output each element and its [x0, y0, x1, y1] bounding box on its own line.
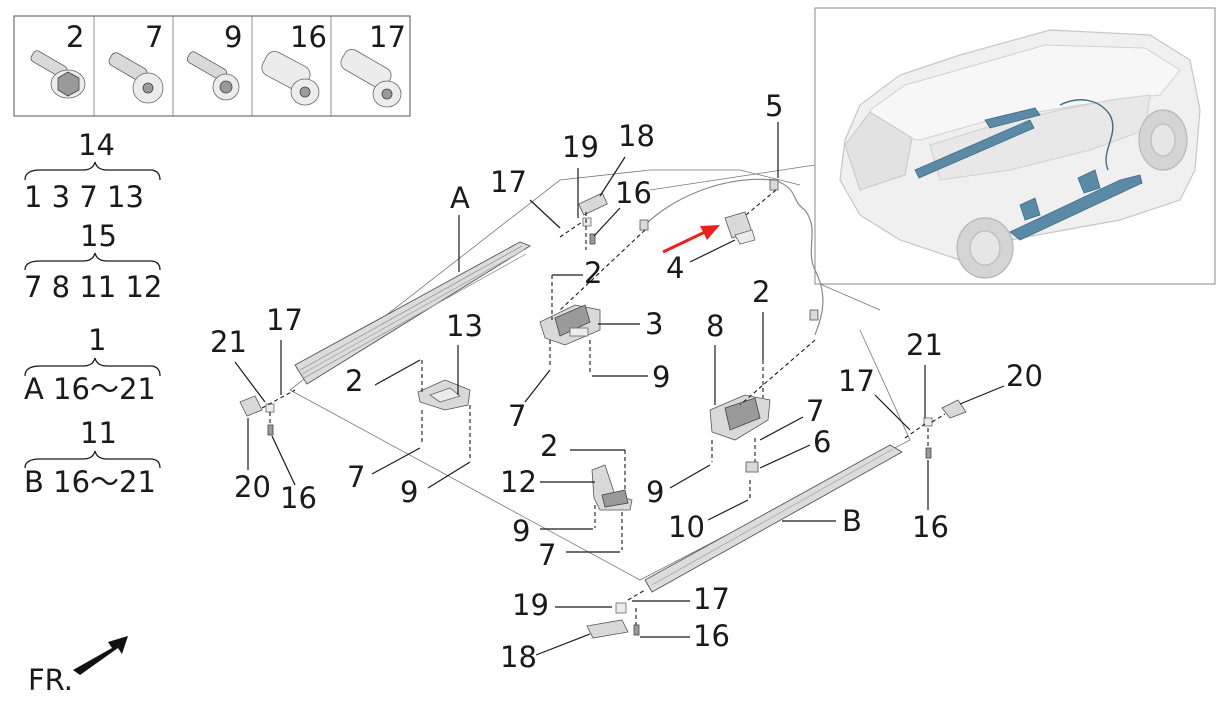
- hinge-assembly-3: 2 3 9 7: [508, 229, 670, 433]
- callout-20-left: 20: [234, 470, 271, 504]
- callout-10: 10: [668, 510, 705, 544]
- callout-9-center: 9: [652, 360, 670, 394]
- callout-5: 5: [765, 89, 783, 123]
- kit-header: 11: [80, 416, 117, 450]
- callout-3: 3: [645, 307, 663, 341]
- callout-9-lower: 9: [512, 514, 530, 548]
- callout-2-center: 2: [584, 256, 602, 290]
- washer-bolt-icon: [186, 51, 240, 101]
- callout-16-top: 16: [615, 176, 652, 210]
- fastener-label: 2: [66, 20, 84, 54]
- callout-12: 12: [500, 465, 537, 499]
- kit-header: 1: [88, 323, 106, 357]
- callout-8: 8: [706, 309, 724, 343]
- callout-16-left: 16: [280, 481, 317, 515]
- right-end-cap-group: 21 17 20 16: [838, 328, 1043, 544]
- callout-16-bottom: 16: [693, 619, 730, 653]
- callout-17-right: 17: [838, 364, 875, 398]
- callout-2-right: 2: [752, 275, 770, 309]
- callout-16-right: 16: [912, 510, 949, 544]
- rail-b-label: B: [842, 504, 862, 538]
- callout-20-right: 20: [1006, 359, 1043, 393]
- callout-21-left: 21: [210, 325, 247, 359]
- kit-list: 14 1 3 7 13 15 7 8 11 12 1 A 16～21 11 B …: [24, 128, 162, 499]
- callout-9-left: 9: [400, 475, 418, 509]
- socket-screw-icon: [261, 51, 320, 106]
- direction-arrow-icon: [73, 636, 128, 675]
- fastener-label: 16: [290, 20, 327, 54]
- fastener-label: 9: [224, 20, 242, 54]
- kit-members: 1 3 7 13: [24, 180, 144, 214]
- callout-4: 4: [666, 251, 684, 285]
- kit-members: 7 8 11 12: [24, 270, 162, 304]
- torx-bolt-icon: [108, 52, 164, 104]
- callout-19-bottom: 19: [512, 588, 549, 622]
- red-pointer-arrow-icon: [662, 225, 720, 254]
- running-board-rail-b: B: [644, 444, 903, 593]
- front-label: FR.: [28, 663, 73, 697]
- callout-17-left: 17: [266, 303, 303, 337]
- callout-18-bottom: 18: [500, 640, 537, 674]
- kit-members: A 16～21: [24, 372, 156, 406]
- bracket-13: 13 2 7 9: [345, 309, 483, 509]
- callout-2-lower: 2: [540, 429, 558, 463]
- bottom-end-cap-group: 19 17 16 18: [500, 582, 730, 674]
- cap-screw-icon: [340, 49, 402, 108]
- callout-17-top: 17: [490, 165, 527, 199]
- running-board-rail-a: A: [294, 181, 531, 385]
- kit-members: B 16～21: [24, 465, 156, 499]
- fastener-legend-box: 2 7 9 16 17: [13, 15, 411, 117]
- callout-7-left: 7: [347, 460, 365, 494]
- vehicle-inset-illustration: [814, 7, 1216, 285]
- callout-7-right: 7: [806, 394, 824, 428]
- cable-harness: 5: [639, 89, 824, 336]
- callout-7-center: 7: [508, 399, 526, 433]
- kit-header: 14: [78, 128, 115, 162]
- fastener-label: 17: [369, 20, 406, 54]
- front-direction-marker: FR.: [28, 636, 128, 697]
- kit-header: 15: [80, 219, 117, 253]
- hinge-assembly-12: 2 12 9 7: [500, 429, 633, 572]
- callout-18-top: 18: [618, 119, 655, 153]
- top-front-bracket-group: 17 19 18 16: [490, 119, 655, 250]
- fastener-label: 7: [145, 20, 163, 54]
- flange-bolt-icon: [30, 50, 86, 99]
- callout-21-right: 21: [906, 328, 943, 362]
- control-module-4: 4: [662, 211, 756, 285]
- hinge-assembly-8: 2 8 7 6 9 10: [646, 275, 831, 544]
- callout-9-right: 9: [646, 475, 664, 509]
- callout-7-lower: 7: [538, 538, 556, 572]
- callout-2-left: 2: [345, 364, 363, 398]
- callout-17-bottom: 17: [693, 582, 730, 616]
- rail-a-label: A: [450, 181, 470, 215]
- callout-13: 13: [446, 309, 483, 343]
- callout-19-top: 19: [562, 130, 599, 164]
- callout-6: 6: [813, 425, 831, 459]
- left-end-cap-group: 17 21 20 16: [210, 303, 317, 515]
